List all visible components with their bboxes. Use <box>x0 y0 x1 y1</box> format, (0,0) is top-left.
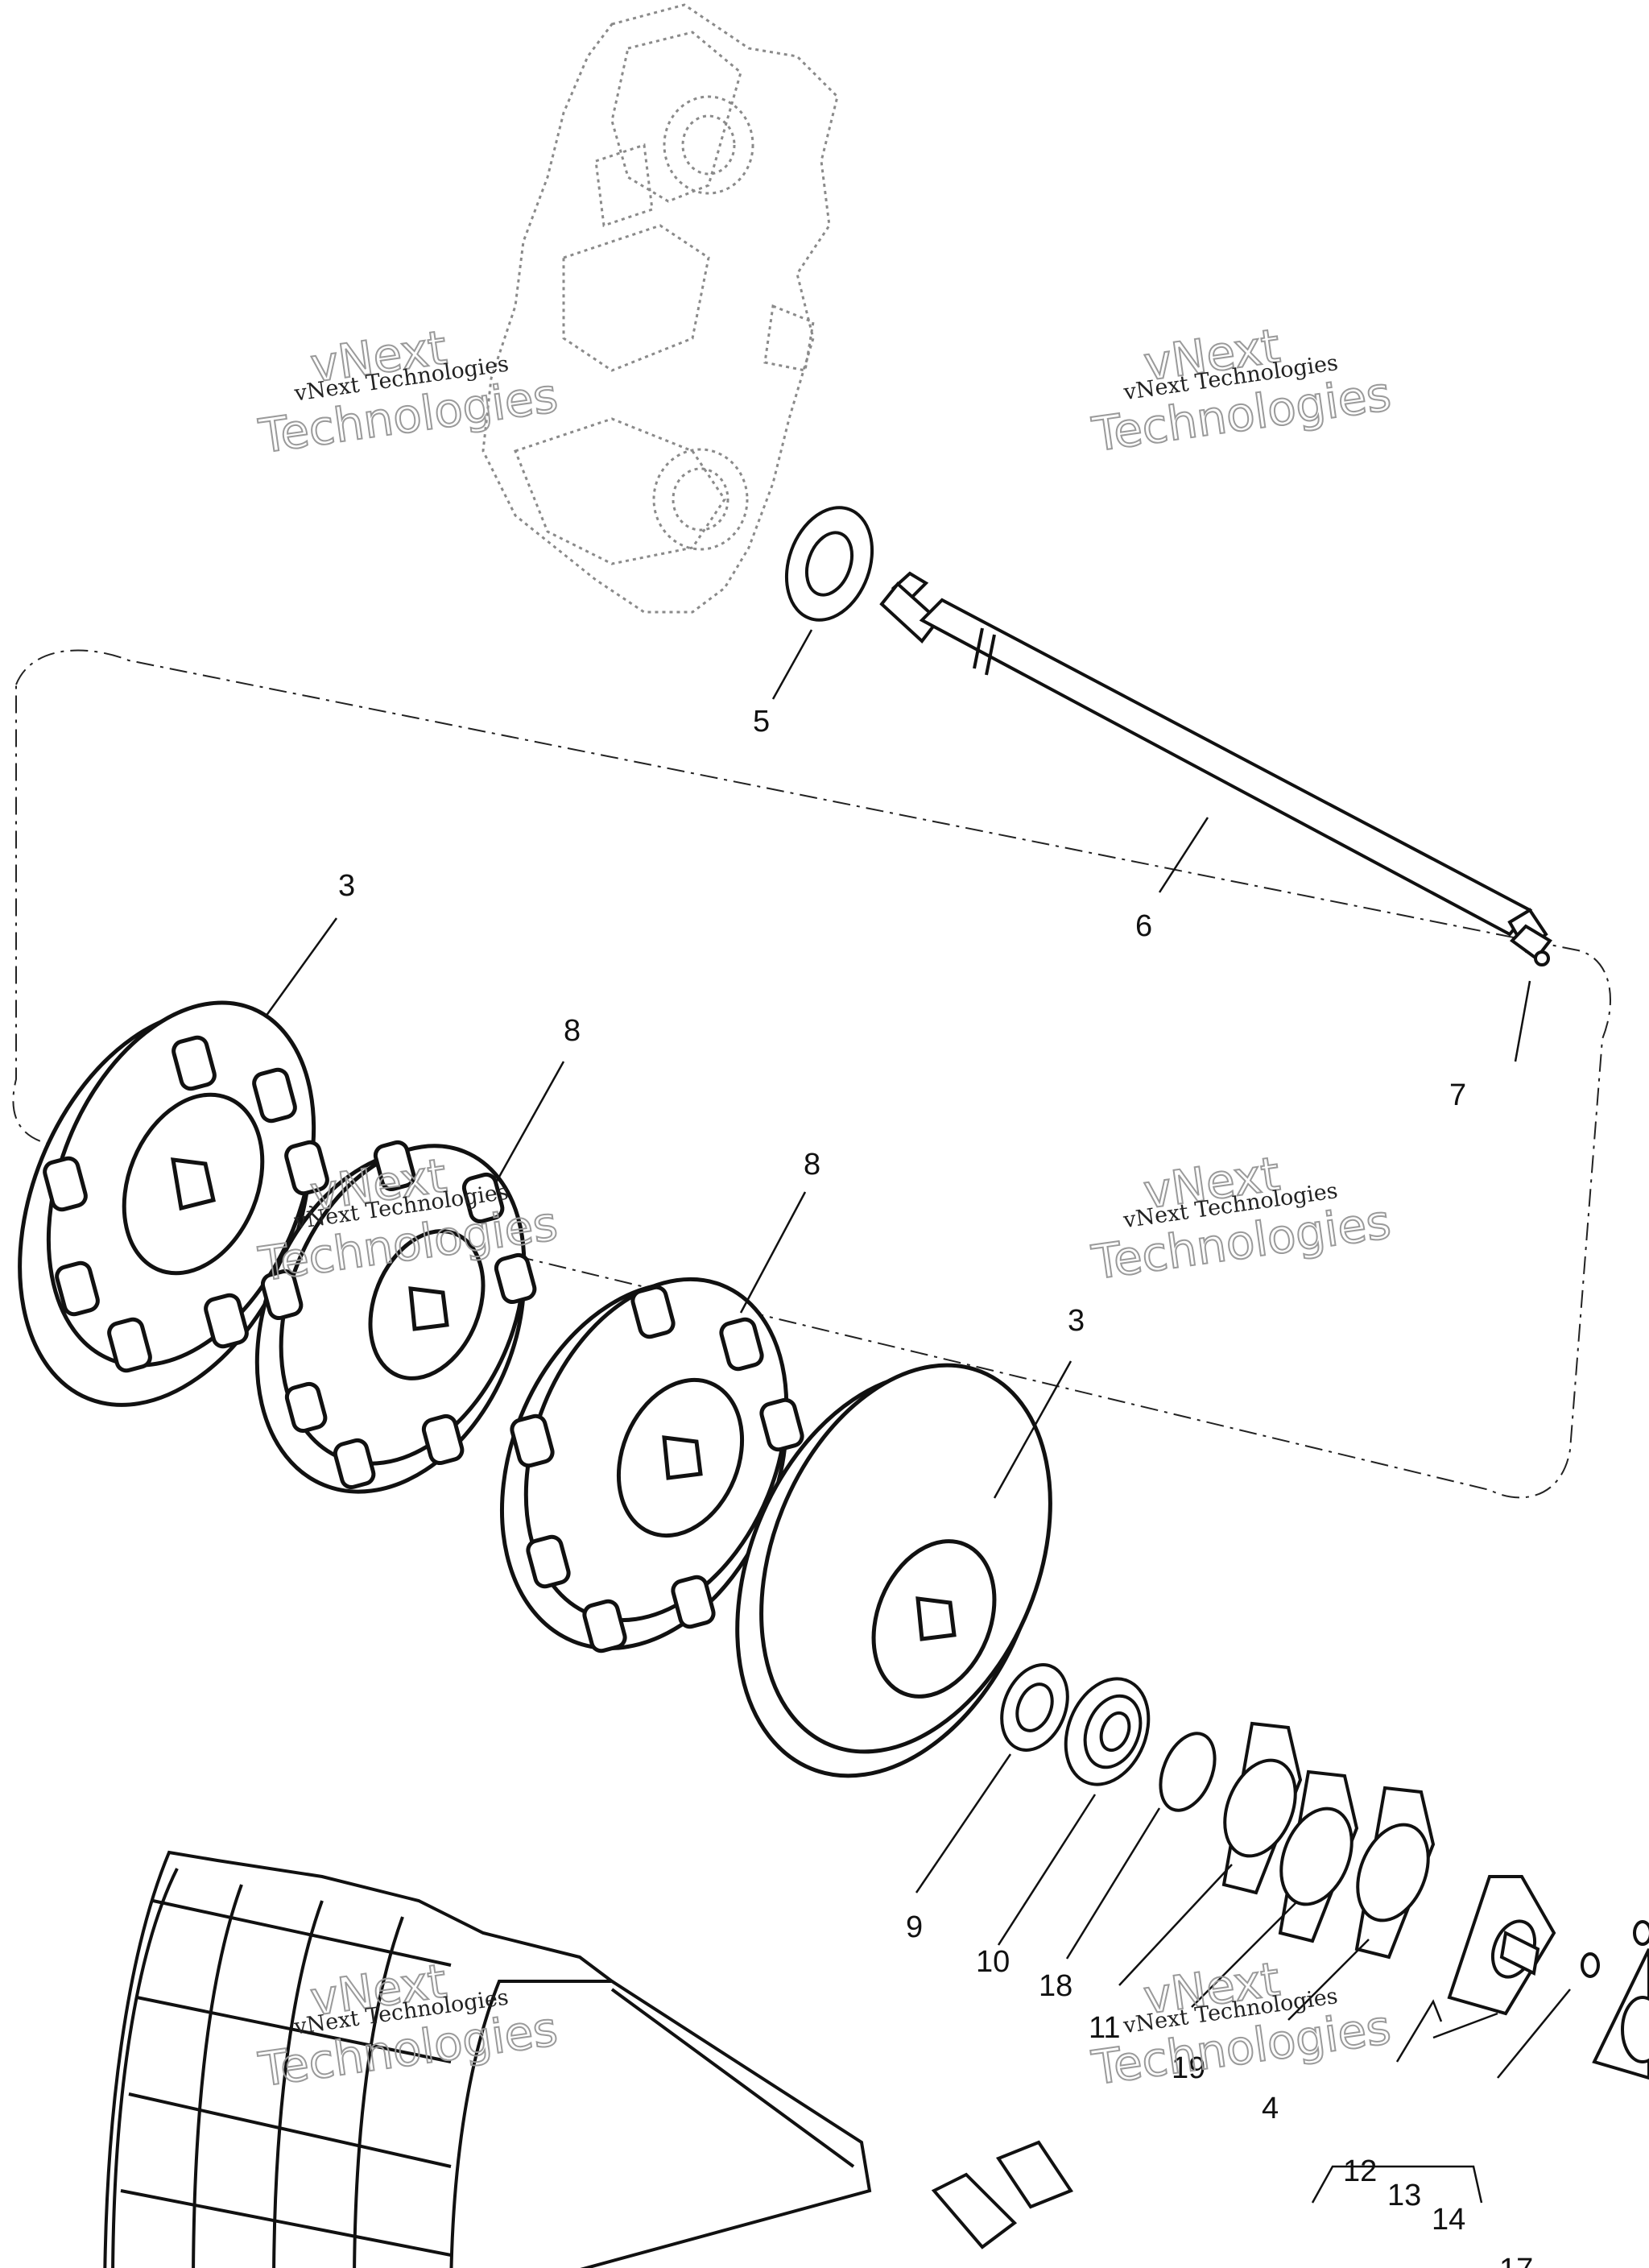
callout-12: 12 <box>1343 2154 1377 2188</box>
gearbox-housing <box>481 3 839 614</box>
part-9-retainer <box>1000 1663 1069 1752</box>
part-5-washer <box>784 506 874 622</box>
assembly-boundary <box>12 649 1611 1499</box>
part-6-drive-shaft <box>879 571 1548 954</box>
part-12-cover <box>1447 1875 1556 2016</box>
callout-9: 9 <box>906 1910 923 1944</box>
callout-14: 14 <box>1432 2203 1465 2237</box>
callout-8-first: 8 <box>564 1014 581 1048</box>
part-10-bearing <box>1064 1677 1151 1786</box>
part-7-end-cap <box>1509 924 1552 966</box>
part-19-gasket <box>1278 1769 1359 1943</box>
callout-labels: 5 6 7 3 8 8 3 9 10 18 11 19 4 12 13 14 1… <box>338 705 1533 2268</box>
callout-17: 17 <box>1499 2253 1533 2268</box>
callout-10: 10 <box>976 1945 1010 1979</box>
part-11-plate <box>1221 1721 1303 1895</box>
part-3-wheel-right <box>735 1363 1052 1778</box>
callout-5: 5 <box>753 705 770 739</box>
callout-11: 11 <box>1089 2011 1120 2045</box>
callout-6: 6 <box>1135 909 1152 943</box>
part-8-sprocket-second <box>499 1277 804 1653</box>
part-17-small-part <box>1633 1920 1649 1946</box>
watermark-top-right: vNext Technologies vNext Technologies <box>1088 317 1395 463</box>
part-4-gasket <box>1354 1786 1436 1960</box>
leader-lines <box>264 629 1571 2204</box>
track-section <box>103 1850 1074 2268</box>
callout-4: 4 <box>1262 2092 1279 2125</box>
callout-7: 7 <box>1449 1078 1466 1112</box>
callout-3-left: 3 <box>338 869 355 903</box>
part-3-sprocket-left <box>18 1000 329 1407</box>
callout-3-right: 3 <box>1068 1304 1085 1338</box>
part-8-sprocket-first <box>254 1140 537 1494</box>
callout-13: 13 <box>1387 2179 1421 2212</box>
callout-19: 19 <box>1172 2051 1205 2085</box>
callout-18: 18 <box>1039 1969 1072 2003</box>
watermark-mid-right: vNext Technologies vNext Technologies <box>1088 1145 1395 1291</box>
part-14-housing <box>1592 1948 1649 2080</box>
callout-8-second: 8 <box>804 1148 820 1182</box>
watermark-top-left: vNext Technologies vNext Technologies <box>254 319 561 465</box>
part-18-circlip <box>1159 1732 1217 1812</box>
part-13-seal <box>1581 1952 1600 1978</box>
